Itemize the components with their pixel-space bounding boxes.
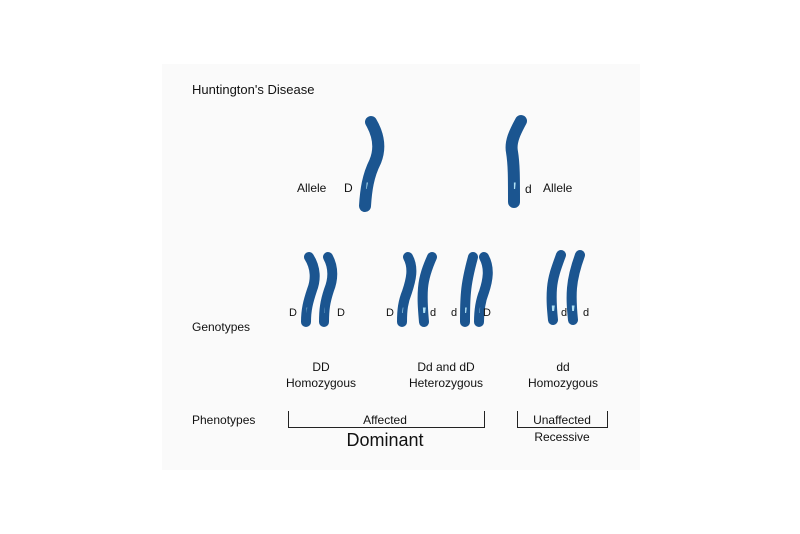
Dd-chromosome-left-body [397, 252, 417, 327]
inheritance-recessive: Recessive [534, 430, 590, 444]
allele-label-left: Allele [297, 181, 327, 195]
diagram-title: Huntington's Disease [192, 82, 315, 97]
dd-chromosome-right [566, 250, 585, 325]
genotype-DD-right-symbol: D [337, 307, 345, 319]
phenotypes-row-label: Phenotypes [192, 413, 256, 427]
genotype-dD-right-symbol: D [483, 307, 491, 319]
genotypes-row-label: Genotypes [192, 320, 251, 334]
inheritance-dominant: Dominant [346, 430, 424, 450]
allele-D-chromosome-body [359, 116, 385, 212]
genotype-Dd-zygosity: Heterozygous [408, 376, 484, 390]
allele-D-chromosome [359, 116, 385, 212]
DD-chromosome-left-body [301, 252, 320, 327]
genotype-dD-left-symbol: d [451, 307, 458, 319]
genotype-DD-code: DD [312, 360, 330, 374]
phenotype-unaffected: Unaffected [533, 413, 591, 427]
dd-chromosome-left [546, 250, 566, 325]
allele-label-right: Allele [543, 181, 573, 195]
dD-chromosome-left-body [460, 252, 478, 327]
genotype-Dd-right-symbol: d [430, 307, 437, 319]
dd-chromosome-left-body [546, 250, 566, 325]
phenotype-affected: Affected [363, 413, 407, 427]
DD-chromosome-right-body [319, 252, 338, 327]
genotype-DD-zygosity: Homozygous [285, 376, 357, 390]
unaffected-bracket [517, 411, 608, 428]
allele-D-chromosome-band [365, 182, 379, 189]
genotype-dd-right-symbol: d [583, 307, 590, 319]
genotype-dd-left-symbol: d [561, 307, 568, 319]
dD-chromosome-right [474, 252, 493, 327]
genotype-Dd-left-symbol: D [386, 307, 394, 319]
DD-chromosome-right [319, 252, 338, 327]
Dd-chromosome-left [397, 252, 417, 327]
allele-symbol-D: D [344, 181, 353, 195]
genotype-dd-zygosity: Homozygous [527, 376, 599, 390]
allele-d-chromosome-body [505, 115, 527, 208]
dd-chromosome-right-body [566, 250, 585, 325]
allele-d-chromosome [505, 115, 527, 208]
affected-bracket [288, 411, 485, 428]
dD-chromosome-left [460, 252, 478, 327]
dD-chromosome-right-body [474, 252, 493, 327]
allele-d-chromosome-band [511, 182, 521, 189]
allele-symbol-d: d [525, 182, 532, 196]
genotype-Dd-code: Dd and dD [417, 360, 475, 374]
DD-chromosome-left [301, 252, 320, 327]
Dd-chromosome-right [417, 252, 437, 327]
genotype-DD-left-symbol: D [289, 307, 297, 319]
genotype-dd-code: dd [556, 360, 570, 374]
